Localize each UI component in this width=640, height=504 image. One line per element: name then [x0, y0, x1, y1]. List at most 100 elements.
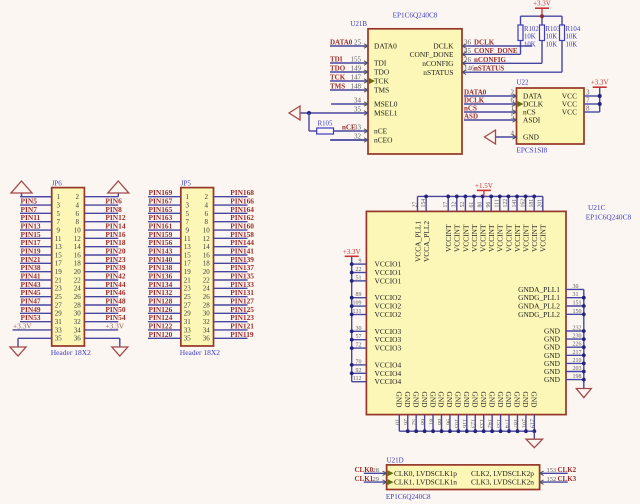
- svg-text:VCCIO1: VCCIO1: [375, 260, 402, 269]
- svg-text:4: 4: [511, 130, 515, 138]
- svg-text:51: 51: [356, 275, 362, 281]
- svg-text:VCCINT: VCCINT: [530, 224, 539, 252]
- svg-text:TCK: TCK: [374, 77, 389, 86]
- svg-text:VCC: VCC: [562, 108, 577, 117]
- svg-text:PIN164: PIN164: [230, 205, 254, 214]
- svg-text:PIN119: PIN119: [230, 330, 254, 339]
- svg-text:CLK0, LVDSCLK1p: CLK0, LVDSCLK1p: [394, 469, 457, 478]
- svg-text:PIN53: PIN53: [21, 313, 41, 322]
- svg-text:68: 68: [419, 419, 426, 425]
- svg-text:203: 203: [573, 366, 582, 372]
- svg-text:33: 33: [354, 124, 362, 132]
- svg-text:JP6: JP6: [52, 179, 63, 187]
- svg-text:3: 3: [186, 201, 190, 209]
- svg-text:EP1C6Q240C8: EP1C6Q240C8: [386, 493, 431, 501]
- svg-text:ASD: ASD: [464, 113, 478, 121]
- svg-text:GND: GND: [513, 392, 522, 409]
- svg-text:GND: GND: [403, 392, 412, 409]
- svg-text:198: 198: [573, 374, 582, 380]
- svg-text:VCCIO4: VCCIO4: [375, 369, 402, 378]
- svg-text:70: 70: [356, 359, 362, 365]
- svg-text:GND: GND: [462, 392, 471, 409]
- svg-text:nCONFIG: nCONFIG: [474, 56, 506, 64]
- svg-text:VCC: VCC: [562, 100, 577, 109]
- svg-text:201: 201: [538, 199, 544, 208]
- svg-text:19: 19: [55, 268, 63, 276]
- svg-text:PIN23: PIN23: [105, 255, 125, 264]
- svg-text:nSTATUS: nSTATUS: [474, 65, 504, 73]
- svg-text:8: 8: [205, 218, 209, 226]
- svg-text:PIN122: PIN122: [149, 321, 173, 330]
- svg-text:Header 18X2: Header 18X2: [51, 348, 91, 357]
- svg-text:29: 29: [373, 476, 380, 483]
- svg-text:CLK3: CLK3: [558, 475, 577, 483]
- svg-text:17: 17: [443, 202, 449, 208]
- svg-text:GND: GND: [544, 367, 561, 376]
- svg-text:27: 27: [184, 301, 192, 309]
- svg-text:32: 32: [354, 133, 362, 141]
- svg-text:GND: GND: [523, 133, 540, 142]
- svg-text:22: 22: [74, 276, 82, 284]
- svg-text:9: 9: [186, 226, 190, 234]
- svg-text:PIN134: PIN134: [149, 280, 173, 289]
- svg-text:PIN136: PIN136: [149, 272, 173, 281]
- svg-text:26: 26: [464, 56, 472, 64]
- svg-text:GND: GND: [544, 351, 561, 360]
- svg-text:R103: R103: [546, 26, 561, 33]
- svg-text:1: 1: [511, 105, 515, 113]
- svg-text:PIN143: PIN143: [149, 247, 173, 256]
- svg-text:PIN166: PIN166: [230, 197, 254, 206]
- svg-text:52: 52: [460, 202, 466, 208]
- svg-text:81: 81: [427, 419, 434, 425]
- svg-text:57: 57: [356, 334, 362, 340]
- svg-text:CLK0: CLK0: [355, 466, 374, 474]
- svg-text:28: 28: [373, 467, 380, 474]
- svg-text:VCCIO2: VCCIO2: [375, 310, 402, 319]
- svg-text:80: 80: [477, 202, 483, 208]
- svg-text:150: 150: [573, 309, 582, 315]
- svg-text:35: 35: [184, 335, 192, 343]
- svg-text:7: 7: [186, 218, 190, 226]
- svg-text:MSEL0: MSEL0: [374, 100, 398, 109]
- svg-text:36: 36: [74, 335, 82, 343]
- svg-text:15: 15: [55, 251, 63, 259]
- svg-text:PIN42: PIN42: [105, 272, 125, 281]
- svg-text:PIN18: PIN18: [105, 238, 125, 247]
- svg-text:230: 230: [573, 334, 582, 340]
- svg-text:GNDG_PLL2: GNDG_PLL2: [518, 310, 560, 319]
- svg-text:25: 25: [354, 39, 362, 47]
- svg-text:32: 32: [203, 318, 211, 326]
- svg-text:15: 15: [184, 251, 192, 259]
- svg-text:nCS: nCS: [464, 105, 477, 113]
- svg-text:25: 25: [55, 293, 63, 301]
- svg-text:33: 33: [184, 326, 192, 334]
- svg-text:34: 34: [354, 97, 362, 105]
- svg-text:18: 18: [74, 260, 82, 268]
- svg-text:U22: U22: [517, 79, 530, 87]
- svg-text:VCC: VCC: [562, 92, 577, 101]
- svg-text:EP1C6Q240C8: EP1C6Q240C8: [393, 12, 438, 20]
- svg-text:PIN50: PIN50: [105, 305, 125, 314]
- svg-text:PIN141: PIN141: [230, 247, 254, 256]
- svg-text:116: 116: [461, 419, 468, 428]
- svg-text:VCCIO1: VCCIO1: [375, 276, 402, 285]
- svg-text:R102: R102: [524, 26, 539, 33]
- svg-text:6: 6: [511, 97, 515, 105]
- svg-text:VCCIO2: VCCIO2: [375, 302, 402, 311]
- svg-text:4: 4: [75, 201, 79, 209]
- svg-text:GND: GND: [479, 392, 488, 409]
- svg-text:92: 92: [356, 368, 362, 374]
- svg-text:PIN144: PIN144: [230, 238, 254, 247]
- svg-text:GND: GND: [544, 375, 561, 384]
- svg-text:DATA0: DATA0: [374, 42, 397, 51]
- svg-text:GNDA_PLL2: GNDA_PLL2: [518, 302, 560, 311]
- svg-text:88: 88: [436, 419, 443, 425]
- svg-text:GND: GND: [487, 392, 496, 409]
- svg-text:CONF_DONE: CONF_DONE: [410, 50, 454, 59]
- svg-text:217: 217: [573, 350, 582, 356]
- svg-text:VCCINT: VCCINT: [513, 224, 522, 252]
- svg-text:PIN49: PIN49: [21, 305, 41, 314]
- svg-text:35: 35: [354, 106, 362, 114]
- svg-text:VCCIO2: VCCIO2: [375, 293, 402, 302]
- svg-text:PIN165: PIN165: [149, 205, 173, 214]
